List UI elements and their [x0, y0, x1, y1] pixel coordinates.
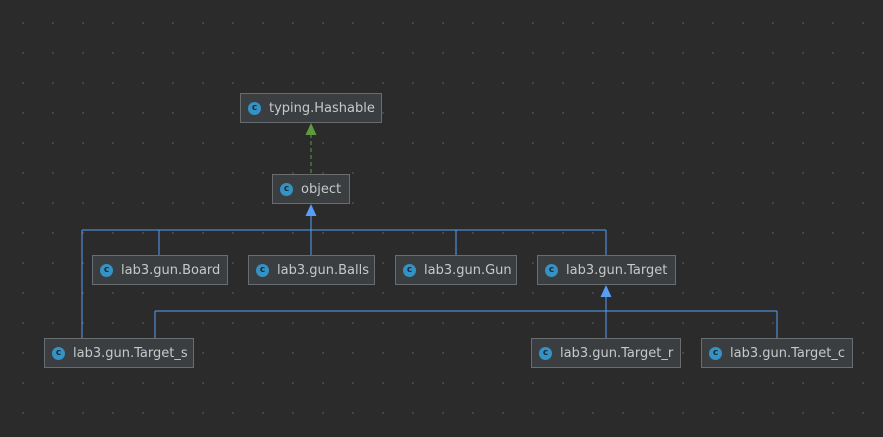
- edge-subclasses-to-target: [154, 297, 778, 338]
- class-icon: c: [403, 263, 416, 277]
- class-icon: c: [545, 263, 558, 277]
- class-node-balls[interactable]: c lab3.gun.Balls: [248, 255, 375, 285]
- class-name: lab3.gun.Target_r: [560, 345, 674, 361]
- class-icon: c: [539, 346, 552, 360]
- class-node-typing-hashable[interactable]: c typing.Hashable: [240, 93, 382, 123]
- class-icon: c: [248, 101, 261, 115]
- class-icon: c: [256, 263, 269, 277]
- class-name: typing.Hashable: [269, 100, 375, 116]
- class-node-target-r[interactable]: c lab3.gun.Target_r: [531, 338, 681, 368]
- class-icon: c: [709, 346, 722, 360]
- class-name: object: [301, 181, 342, 197]
- edge-object-to-hashable: [305, 123, 317, 173]
- class-node-gun[interactable]: c lab3.gun.Gun: [395, 255, 517, 285]
- inherits-arrowhead-object: [305, 204, 317, 216]
- class-name: lab3.gun.Target_c: [730, 345, 845, 361]
- class-icon: c: [52, 346, 65, 360]
- class-name: lab3.gun.Gun: [424, 262, 512, 278]
- edge-subclasses-to-object: [81, 215, 607, 338]
- implements-arrowhead: [305, 123, 317, 135]
- class-node-object[interactable]: c object: [272, 174, 350, 204]
- class-node-target-c[interactable]: c lab3.gun.Target_c: [701, 338, 853, 368]
- class-name: lab3.gun.Board: [121, 262, 221, 278]
- class-node-board[interactable]: c lab3.gun.Board: [92, 255, 228, 285]
- class-name: lab3.gun.Balls: [277, 262, 369, 278]
- class-node-target-s[interactable]: c lab3.gun.Target_s: [44, 338, 194, 368]
- class-icon: c: [100, 263, 113, 277]
- inherits-arrowhead-target: [600, 285, 612, 297]
- class-icon: c: [280, 182, 293, 196]
- class-name: lab3.gun.Target: [566, 262, 668, 278]
- class-node-target[interactable]: c lab3.gun.Target: [537, 255, 676, 285]
- class-name: lab3.gun.Target_s: [73, 345, 188, 361]
